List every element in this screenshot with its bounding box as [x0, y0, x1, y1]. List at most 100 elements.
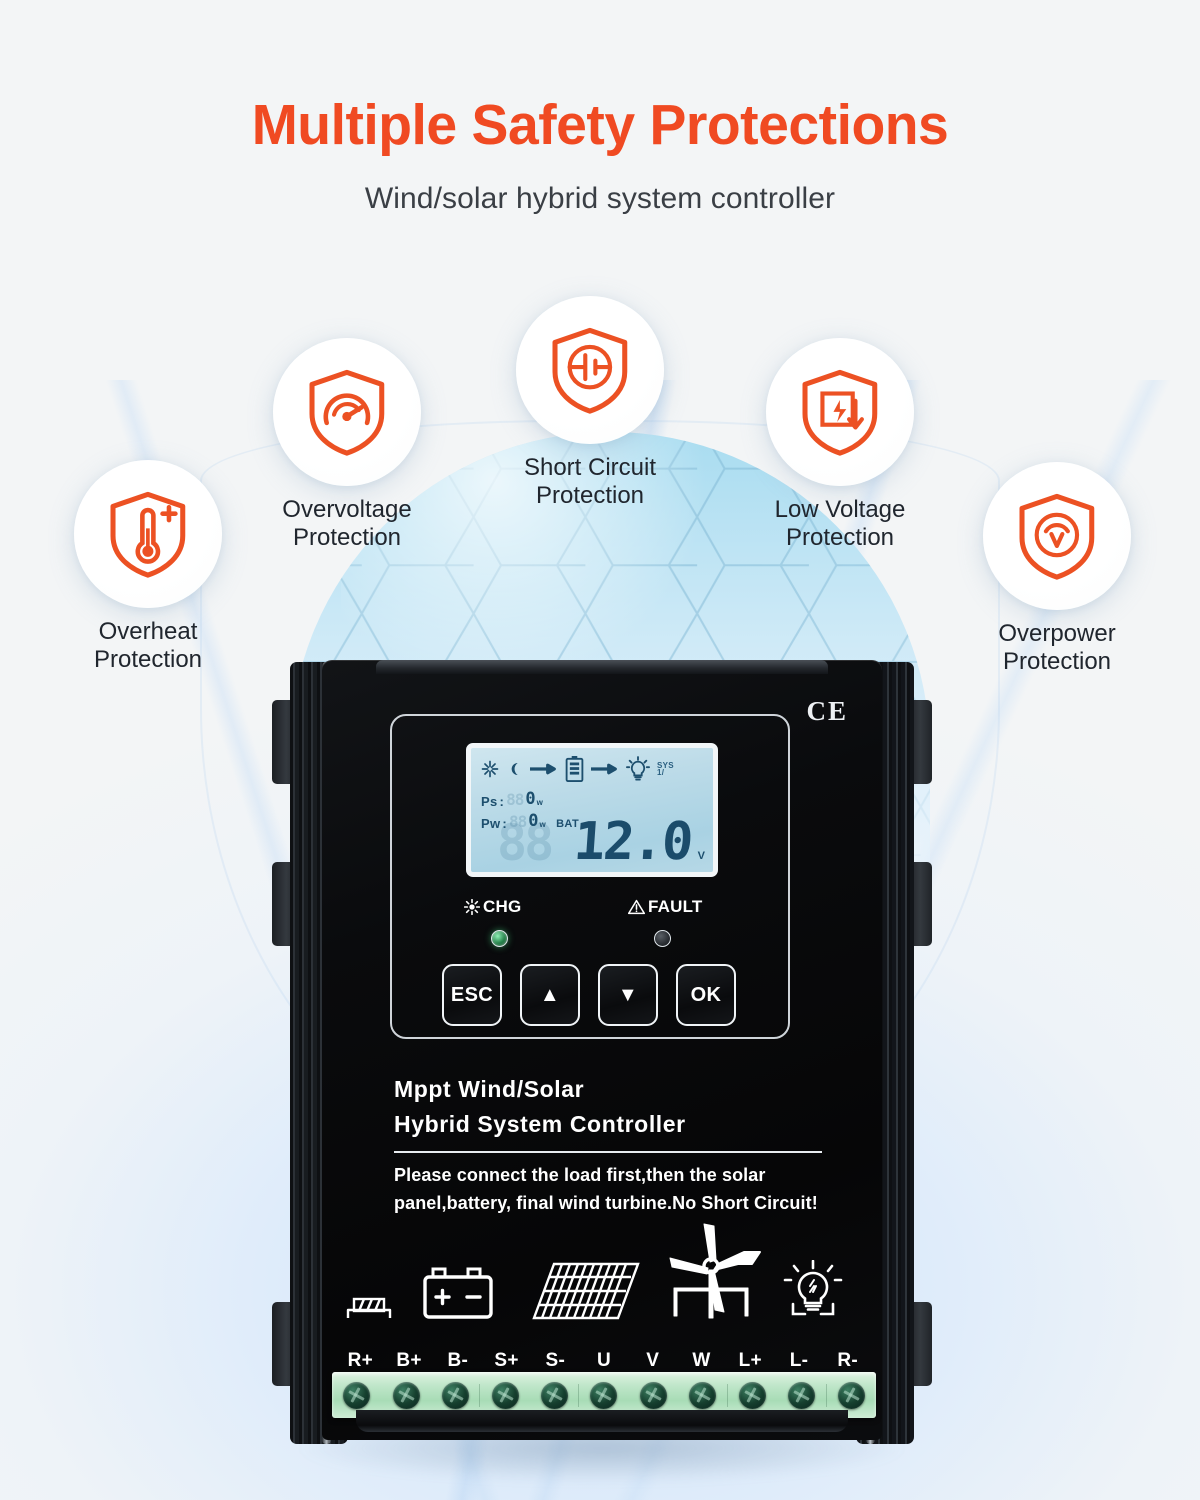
label-divider	[394, 1151, 822, 1153]
warning-line1: Please connect the load first,then the s…	[394, 1165, 766, 1185]
lcd-row-value: 0	[525, 789, 535, 809]
terminal-label: B+	[396, 1350, 422, 1371]
terminal-screw-cell[interactable]	[431, 1381, 481, 1409]
terminal-screw[interactable]	[541, 1381, 569, 1409]
device-bottom-cap	[356, 1410, 848, 1432]
terminal-screw[interactable]	[343, 1381, 371, 1409]
header: Multiple Safety Protections Wind/solar h…	[0, 93, 1200, 216]
sun-icon	[464, 899, 480, 915]
badge-label: Overvoltage Protection	[282, 496, 412, 551]
fault-indicator-label: FAULT	[628, 897, 703, 917]
page-title: Multiple Safety Protections	[251, 93, 949, 157]
lcd-row-label: Pw	[481, 816, 501, 831]
dome-highlight	[341, 432, 726, 701]
product-name-line2: Hybrid System Controller	[394, 1110, 686, 1137]
terminal-screw[interactable]	[689, 1381, 717, 1409]
terminal-screw-cell[interactable]	[728, 1381, 777, 1409]
terminal-screw[interactable]	[788, 1381, 816, 1409]
terminal-label: S+	[494, 1350, 519, 1371]
terminal-label: W	[692, 1350, 711, 1371]
connector-glyph-row	[340, 1223, 868, 1348]
battery-icon	[565, 756, 584, 782]
bulb-icon	[783, 1260, 843, 1316]
wind-turbine-icon	[669, 1223, 761, 1319]
terminal-screw-cell[interactable]	[579, 1381, 628, 1409]
badge-label: Overpower Protection	[998, 620, 1116, 675]
lcd-status-icon-row: SYS 1/	[480, 755, 707, 783]
shield-voltmeter-icon	[1019, 494, 1095, 580]
badge-disc	[273, 338, 421, 486]
terminal-screw-cell[interactable]	[777, 1381, 827, 1409]
bulb-icon	[626, 756, 650, 781]
up-button[interactable]: ▲	[520, 964, 580, 1026]
badge-short-circuit-protection: Short Circuit Protection	[505, 296, 675, 510]
terminal-label: B-	[447, 1350, 469, 1371]
badge-label: Low Voltage Protection	[774, 496, 906, 551]
terminal-screw[interactable]	[837, 1381, 865, 1409]
lcd-sys-indicator: SYS 1/	[657, 761, 674, 777]
terminal-screw-cell[interactable]	[530, 1381, 580, 1409]
sun-icon	[481, 760, 499, 778]
terminal-screw[interactable]	[392, 1381, 420, 1409]
esc-button[interactable]: ESC	[442, 964, 502, 1026]
terminal-screw-cell[interactable]	[332, 1381, 381, 1409]
lcd-row-ghost: 88	[509, 812, 527, 831]
controller-device: CE	[272, 654, 932, 1482]
front-panel-outline: SYS 1/ Ps : 88 0 w Pw : 88 0 w	[390, 714, 790, 1039]
terminal-screw-cell[interactable]	[480, 1381, 529, 1409]
lcd-row-unit: w	[536, 798, 544, 807]
terminal-label: L+	[738, 1350, 762, 1371]
product-label: Mppt Wind/Solar Hybrid System Controller…	[394, 1072, 822, 1218]
terminal-screw[interactable]	[442, 1381, 470, 1409]
product-name-line1: Mppt Wind/Solar	[394, 1076, 585, 1102]
badge-overvoltage-protection: Overvoltage Protection	[262, 338, 432, 552]
badge-label: Overheat Protection	[93, 618, 203, 673]
shield-gauge-icon	[309, 370, 385, 456]
chg-text: CHG	[483, 897, 522, 916]
terminal-screw-cell[interactable]	[381, 1381, 430, 1409]
arrow-right-icon	[591, 763, 617, 775]
terminal-screw[interactable]	[590, 1381, 618, 1409]
lcd-main-value: 12.0	[571, 812, 694, 872]
terminal-screw-cell[interactable]	[629, 1381, 678, 1409]
lcd-row-unit: w	[539, 820, 547, 829]
badge-disc	[983, 462, 1131, 610]
warning-line2: panel,battery, final wind turbine.No Sho…	[394, 1192, 818, 1213]
terminal-label: L-	[789, 1350, 809, 1371]
lcd-display: SYS 1/ Ps : 88 0 w Pw : 88 0 w	[466, 743, 718, 877]
solar-panel-icon	[532, 1262, 640, 1320]
terminal-screw-cell[interactable]	[678, 1381, 729, 1409]
terminal-label: R+	[347, 1350, 374, 1371]
shield-low-voltage-icon	[802, 370, 878, 456]
badge-disc	[516, 296, 664, 444]
terminal-label: V	[646, 1350, 660, 1371]
badge-overheat-protection: Overheat Protection	[68, 460, 228, 674]
terminal-label: R-	[837, 1350, 859, 1371]
ce-mark: CE	[806, 696, 848, 726]
terminal-label-row: R+ B+ B- S+ S- U V W L+ L- R-	[336, 1348, 872, 1374]
fault-led	[654, 930, 671, 947]
device-front-face: CE	[322, 660, 882, 1440]
lcd-main-unit: V	[697, 850, 705, 862]
chg-indicator-label: CHG	[464, 897, 521, 917]
page-subtitle: Wind/solar hybrid system controller	[364, 181, 836, 215]
badge-label: Short Circuit Protection	[523, 454, 657, 509]
down-button[interactable]: ▼	[598, 964, 658, 1026]
terminal-screw[interactable]	[738, 1381, 766, 1409]
lcd-row-ps: Ps : 88 0 w	[481, 789, 544, 809]
lcd-bat-label: BAT	[556, 818, 580, 830]
fault-text: FAULT	[648, 897, 703, 916]
moon-icon	[511, 763, 518, 775]
badge-low-voltage-protection: Low Voltage Protection	[755, 338, 925, 552]
ok-button[interactable]: OK	[676, 964, 736, 1026]
arrow-right-icon	[530, 763, 556, 775]
badge-disc	[74, 460, 222, 608]
terminal-screw[interactable]	[491, 1381, 519, 1409]
terminal-screw[interactable]	[639, 1381, 667, 1409]
terminal-screw-cell[interactable]	[827, 1381, 876, 1409]
badge-disc	[766, 338, 914, 486]
resistor-icon	[346, 1297, 392, 1318]
lcd-main-ghost: 88	[497, 814, 554, 872]
warning-triangle-icon	[628, 899, 645, 915]
battery-icon	[423, 1267, 493, 1319]
